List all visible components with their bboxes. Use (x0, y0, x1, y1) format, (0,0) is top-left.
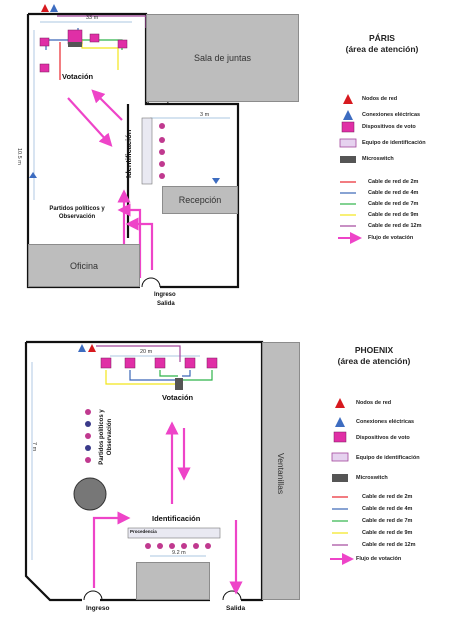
room-recepcion-label: Recepción (178, 195, 222, 205)
legend-symbols (330, 94, 362, 565)
legend-cable-9m: Cable de red de 9m (362, 530, 413, 536)
room-recepcion: Recepción (162, 186, 238, 214)
room-sala-de-juntas: Sala de juntas (146, 14, 299, 102)
paris-id-desk (141, 117, 165, 185)
legend-dispositivos: Dispositivos de voto (362, 124, 416, 130)
legend-flujo: Flujo de votación (368, 235, 414, 241)
legend-cable-2m: Cable de red de 2m (368, 179, 419, 185)
paris-identificacion-label: Identificación (124, 129, 133, 178)
legend-cable-12m: Cable de red de 12m (362, 542, 416, 548)
phoenix-flow-arrows (92, 421, 243, 595)
legend-equipo: Equipo de identificación (362, 140, 426, 146)
phoenix-observers (85, 409, 91, 463)
phoenix-network-node (88, 344, 96, 352)
paris-votacion-label: Votación (62, 72, 94, 81)
paris-partidos-label: Partidos políticos y Observación (49, 206, 105, 220)
legend-cable-9m: Cable de red de 9m (368, 212, 419, 218)
legend-cable-7m: Cable de red de 7m (368, 201, 419, 207)
paris-dim-side: 10.5 m (16, 148, 22, 165)
phoenix-title-subtitle: (área de atención) (337, 356, 411, 366)
room-oficina-label: Oficina (69, 260, 98, 271)
phoenix-cables (96, 345, 213, 385)
paris-dim-top: 33 m (86, 15, 99, 21)
phoenix-title-name: PHOENIX (354, 345, 394, 355)
paris-title-name: PÁRIS (369, 33, 395, 43)
legend-microswitch: Microswitch (356, 475, 388, 481)
legend-flujo: Flujo de votación (356, 556, 402, 562)
phoenix-ingreso-label: Ingreso (86, 605, 110, 612)
phoenix-partidos-label: Partidos políticos y Observación (99, 409, 113, 465)
phoenix-dim-top: 20 m (140, 349, 153, 355)
phoenix-desk-block (136, 562, 210, 600)
phoenix-dim-side: 7 m (31, 442, 37, 452)
paris-electric-conn (50, 4, 58, 12)
phoenix-procedencia-label: Procedencia (130, 529, 157, 534)
paris-title-subtitle: (área de atención) (345, 44, 419, 54)
room-ventanillas: Ventanillas (262, 342, 300, 600)
phoenix-dim-lines (31, 355, 206, 560)
legend-equipo: Equipo de identificación (356, 455, 420, 461)
phoenix-voting-devices (100, 357, 218, 390)
paris-title: PÁRIS (área de atención) (330, 33, 434, 55)
phoenix-votacion-label: Votación (162, 393, 194, 402)
phoenix-round-table (73, 477, 107, 511)
legend-cable-2m: Cable de red de 2m (362, 494, 413, 500)
legend-nodos: Nodos de red (362, 96, 398, 102)
paris-network-node (41, 4, 49, 12)
legend-cable-7m: Cable de red de 7m (362, 518, 413, 524)
paris-electric-conn (29, 172, 37, 178)
room-oficina: Oficina (28, 244, 140, 287)
legend-cable-4m: Cable de red de 4m (362, 506, 413, 512)
legend-cable-4m: Cable de red de 4m (368, 190, 419, 196)
legend-nodos: Nodos de red (356, 400, 392, 406)
phoenix-title: PHOENIX (área de atención) (318, 345, 430, 367)
paris-dim-id: 3 m (200, 112, 210, 118)
room-sala-label: Sala de juntas (193, 53, 252, 63)
paris-salida-label: Salida (157, 301, 175, 307)
paris-electric-conn (212, 178, 220, 184)
phoenix-electric-conn (78, 344, 86, 352)
phoenix-dim-bottom: 9.2 m (172, 550, 186, 556)
legend-dispositivos: Dispositivos de voto (356, 435, 410, 441)
legend-cable-12m: Cable de red de 12m (368, 223, 422, 229)
paris-cables (45, 15, 147, 80)
paris-voting-devices (39, 29, 128, 73)
phoenix-salida-label: Salida (226, 605, 246, 612)
legend-microswitch: Microswitch (362, 156, 394, 162)
paris-dim-lines (33, 21, 230, 200)
phoenix-id-desk (127, 527, 221, 549)
paris-ingreso-label: Ingreso (154, 292, 176, 298)
room-ventanillas-label: Ventanillas (276, 453, 286, 495)
phoenix-identificacion-label: Identificación (152, 514, 201, 523)
legend-conexiones: Conexiones eléctricas (362, 112, 421, 118)
legend-conexiones: Conexiones eléctricas (356, 419, 415, 425)
